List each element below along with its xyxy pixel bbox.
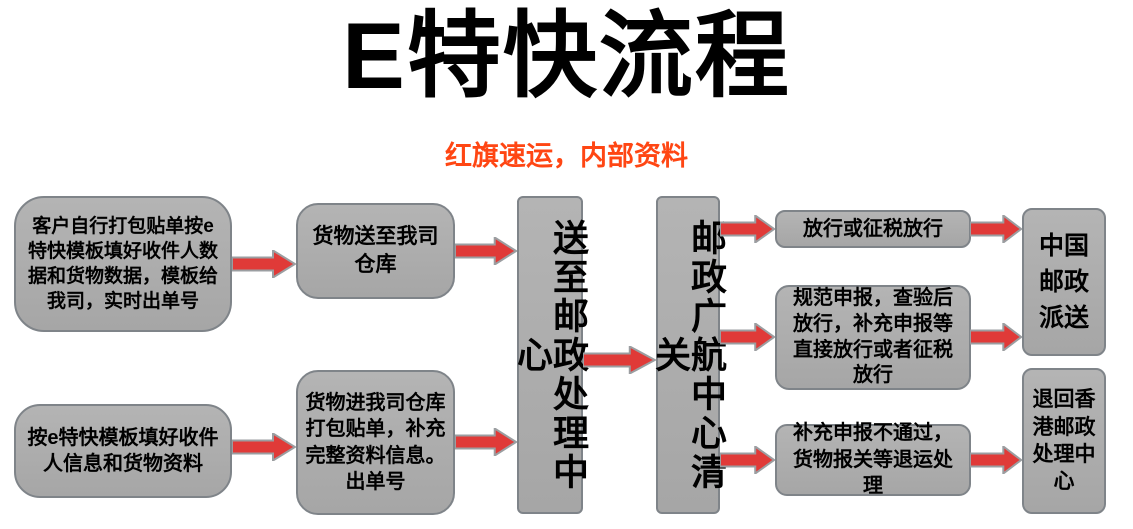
arrow-right-icon-pack-to-postal [455,428,517,456]
arrow-right-icon-clearance-to-failed [720,446,775,474]
arrow-right-icon-pack-to-warehouse [232,250,296,278]
flow-box-send-to-postal-center: 送至邮政处理中心 [512,196,589,514]
arrow-right-icon-declaration-to-chinapost [970,323,1022,351]
arrow-right-icon-warehouse-to-postal [455,237,517,265]
arrow-right-icon-clearance-to-release [720,215,775,243]
page-subtitle: 红旗速运，内部资料 [445,141,688,171]
page-title: E特快流程 [342,3,791,108]
flow-box-return-hongkong-postal-center: 退回香港邮政处理中心 [1022,368,1106,514]
flow-box-goods-to-our-warehouse: 货物送至我司仓库 [296,203,455,299]
flow-box-goods-into-warehouse-pack: 货物进我司仓库打包贴单，补充完整资料信息。出单号 [296,370,455,515]
flow-box-postal-guanghang-clearance: 邮政广航中心清关 [650,196,727,514]
flow-box-release-or-tax-release: 放行或征税放行 [775,210,971,248]
flow-box-china-post-delivery: 中国邮政派送 [1022,208,1106,356]
arrow-right-icon-fill-to-warehouse [232,433,296,461]
arrow-right-icon-release-to-chinapost [970,215,1022,243]
flow-box-fill-template-info: 按e特快模板填好收件人信息和货物资料 [14,404,232,498]
arrow-right-icon-clearance-to-declaration [720,323,775,351]
flow-box-standard-declaration-release: 规范申报，查验后放行，补充申报等直接放行或者征税放行 [775,285,971,390]
arrow-right-icon-failed-to-hongkong [970,446,1022,474]
arrow-right-icon-postal-to-clearance [583,346,656,374]
flow-box-declaration-failed-return: 补充申报不通过，货物报关等退运处理 [775,422,971,497]
flow-box-customer-self-pack: 客户自行打包贴单按e特快模板填好收件人数据和货物数据，模板给我司，实时出单号 [14,196,232,332]
